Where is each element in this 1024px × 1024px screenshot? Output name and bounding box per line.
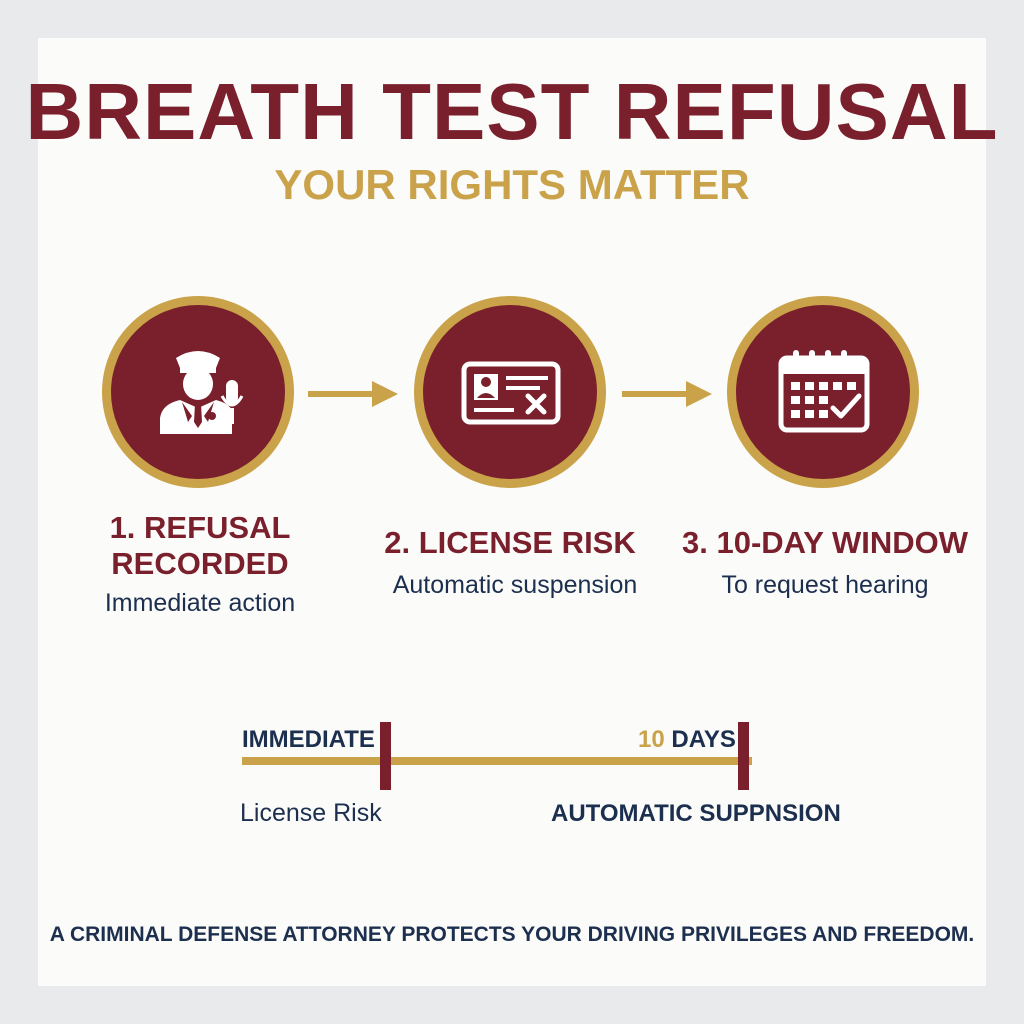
footer-text: A CRIMINAL DEFENSE ATTORNEY PROTECTS YOU… <box>49 923 975 946</box>
step-1-title: 1. REFUSAL RECORDED <box>90 510 310 582</box>
timeline-bar <box>242 722 752 790</box>
step-3-description: To request hearing <box>721 571 929 599</box>
timeline-start-label: IMMEDIATE <box>242 726 375 753</box>
page-title: BREATH TEST REFUSAL <box>25 67 999 156</box>
arrow-right-icon <box>622 381 712 407</box>
step-3-title: 3. 10-DAY WINDOW <box>682 525 968 560</box>
timeline-end-unit: DAYS <box>671 726 736 753</box>
step-2-circle <box>414 296 606 488</box>
timeline-end-label: 10 DAYS <box>638 726 736 754</box>
infographic-card <box>38 38 986 986</box>
timeline-below-right: AUTOMATIC SUPPNSION <box>551 800 841 827</box>
timeline-end-number: 10 <box>638 726 665 753</box>
calendar-check-icon <box>778 350 870 433</box>
step-2-description: Automatic suspension <box>392 571 638 599</box>
timeline-below-left: License Risk <box>240 799 382 827</box>
step-1-title-line1: 1. REFUSAL <box>109 510 291 545</box>
arrow-right-icon <box>308 381 398 407</box>
page-subtitle: YOUR RIGHTS MATTER <box>274 161 750 208</box>
step-3-circle <box>727 296 919 488</box>
police-officer-icon <box>160 351 244 434</box>
step-1-circle <box>102 296 294 488</box>
step-1-title-line2: RECORDED <box>111 546 289 581</box>
step-1-description: Immediate action <box>104 589 296 617</box>
step-2-title: 2. LICENSE RISK <box>384 525 636 560</box>
license-card-x-icon <box>461 361 561 425</box>
